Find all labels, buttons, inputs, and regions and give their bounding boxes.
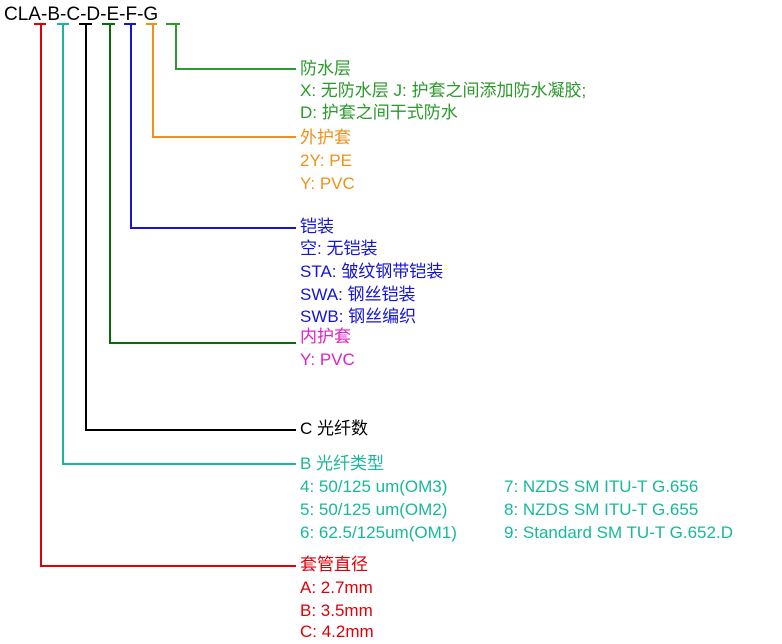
code-letter-G: G xyxy=(143,4,159,25)
code-dash: - xyxy=(60,4,67,25)
section-D-line: Y: PVC xyxy=(300,350,355,369)
code-dash: - xyxy=(100,4,107,25)
section-E-line: SWB: 钢丝编织 xyxy=(300,307,417,326)
code-dash: - xyxy=(40,4,48,25)
connector-F xyxy=(152,24,296,138)
section-G-line: D: 护套之间干式防水 xyxy=(300,103,458,122)
code-letter-E: E xyxy=(106,4,120,25)
section-E-title: 铠装 xyxy=(300,217,334,236)
code-letter-B: B xyxy=(47,4,60,25)
code-dash: - xyxy=(137,4,144,25)
code-dash: - xyxy=(119,4,126,25)
code-letter-F: F xyxy=(125,4,138,25)
code-letter-C: C xyxy=(66,4,81,25)
section-F-title: 外护套 xyxy=(300,128,351,147)
section-B-col2-line: 8: NZDS SM ITU-T G.655 xyxy=(504,500,699,519)
connector-D xyxy=(109,24,296,344)
code-letter-A: A xyxy=(28,4,41,25)
code-prefix: CL xyxy=(4,4,29,25)
section-B-col2-line: 9: Standard SM TU-T G.652.D xyxy=(504,523,733,542)
connector-B xyxy=(62,24,296,465)
connector-G xyxy=(175,24,296,70)
section-G-title: 防水层 xyxy=(300,59,351,78)
section-G-line: X: 无防水层 J: 护套之间添加防水凝胶; xyxy=(300,81,587,100)
connector-A xyxy=(40,24,296,567)
connector-C xyxy=(85,24,296,431)
section-F-line: Y: PVC xyxy=(300,174,355,193)
cable-code: CLA-B-C-D-E-F-G xyxy=(4,4,158,26)
section-A-title: 套管直径 xyxy=(300,555,368,574)
section-F-line: 2Y: PE xyxy=(300,151,352,170)
section-A-line: A: 2.7mm xyxy=(300,578,373,597)
section-E-line: 空: 无铠装 xyxy=(300,239,378,258)
connector-E xyxy=(130,24,296,229)
section-E-line: STA: 皱纹钢带铠装 xyxy=(300,262,444,281)
section-B-col1-line: 4: 50/125 um(OM3) xyxy=(300,477,448,496)
section-E-line: SWA: 钢丝铠装 xyxy=(300,285,416,304)
section-A-line: C: 4.2mm xyxy=(300,622,374,641)
code-letter-D: D xyxy=(86,4,101,25)
section-A-line: B: 3.5mm xyxy=(300,601,373,620)
code-dash: - xyxy=(80,4,87,25)
section-B-col2-line: 7: NZDS SM ITU-T G.656 xyxy=(504,477,699,496)
section-B-title: B 光纤类型 xyxy=(300,454,385,473)
section-B-col1-line: 6: 62.5/125um(OM1) xyxy=(300,523,457,542)
section-B-col1-line: 5: 50/125 um(OM2) xyxy=(300,500,448,519)
section-D-title: 内护套 xyxy=(300,327,351,346)
section-C-title: C 光纤数 xyxy=(300,419,368,438)
